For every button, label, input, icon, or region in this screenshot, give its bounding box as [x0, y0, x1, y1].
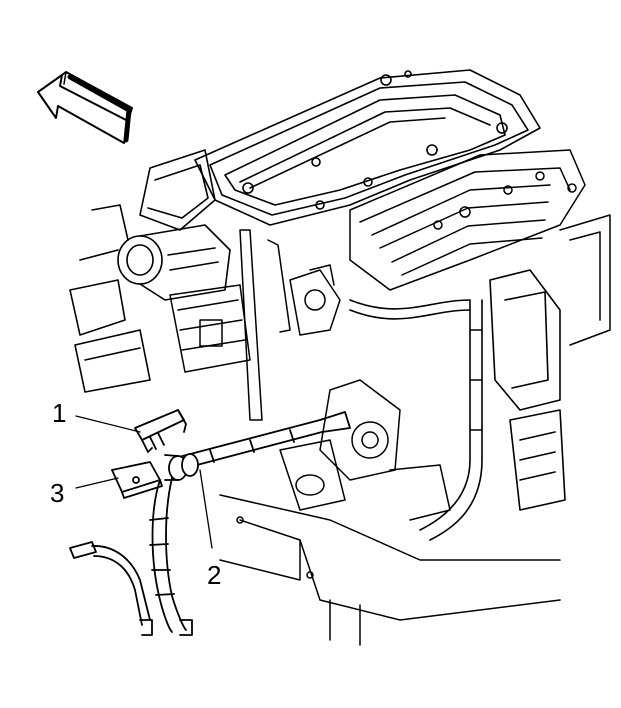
callout-leaders — [75, 415, 213, 549]
wiring-harness — [349, 269, 566, 541]
intake-manifold — [139, 69, 541, 231]
fuel-line-bracket — [111, 461, 163, 499]
callout-1: 1 — [52, 398, 67, 428]
chassis-fuel-lines — [69, 477, 193, 636]
throttle-body — [69, 204, 231, 393]
callout-2: 2 — [207, 560, 222, 590]
valve-cover — [349, 149, 611, 346]
engine-block-lower — [219, 379, 561, 646]
callout-3: 3 — [50, 478, 65, 508]
quick-connect-fitting — [164, 453, 199, 481]
front-direction-arrow-icon — [37, 71, 133, 144]
fuel-line-retainer-clip — [134, 409, 187, 453]
fuel-injector-area — [169, 229, 341, 421]
fuel-feed-pipe — [174, 411, 351, 471]
